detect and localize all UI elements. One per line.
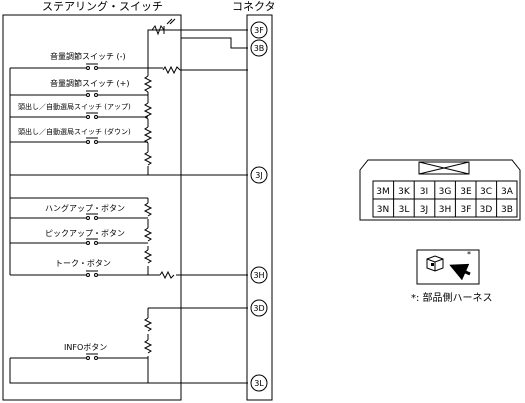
svg-text:3J: 3J xyxy=(420,205,428,215)
svg-text:3F: 3F xyxy=(254,26,264,35)
resistor xyxy=(143,75,153,93)
led-icon xyxy=(151,18,176,36)
svg-text:3B: 3B xyxy=(254,44,265,53)
switch-contact xyxy=(86,238,98,245)
svg-text:3I: 3I xyxy=(420,187,428,197)
connector-title: コネクタ xyxy=(232,0,276,13)
pin-3J: 3J xyxy=(250,166,268,184)
svg-text:3D: 3D xyxy=(480,205,493,215)
switch-contact xyxy=(86,90,98,97)
pin-3H: 3H xyxy=(250,266,268,284)
steering-switch-title: ステアリング・スイッチ xyxy=(42,0,163,13)
svg-text:3M: 3M xyxy=(376,187,390,197)
harness-note: *: 部品側ハーネス xyxy=(411,291,493,304)
switch-contact xyxy=(86,353,98,360)
pin-3F: 3F xyxy=(250,21,268,39)
svg-text:3L: 3L xyxy=(254,379,264,388)
label-seek-up: 頭出し／自動選局スイッチ (アップ) xyxy=(18,102,131,111)
svg-text:3B: 3B xyxy=(501,205,513,215)
switch-contact xyxy=(86,270,98,277)
switch-contact xyxy=(86,137,98,144)
label-pick-up: ピックアップ・ボタン xyxy=(45,229,125,238)
svg-text:3C: 3C xyxy=(480,187,492,197)
switch-contacts xyxy=(86,63,98,360)
svg-text:3K: 3K xyxy=(398,187,411,197)
svg-text:3F: 3F xyxy=(461,205,472,215)
label-vol-plus: 音量調節スイッチ (+) xyxy=(50,78,130,88)
switch-contact xyxy=(86,112,98,119)
harness-mark: * xyxy=(467,250,471,259)
label-seek-down: 頭出し／自動選局スイッチ (ダウン) xyxy=(18,127,131,136)
svg-text:3A: 3A xyxy=(501,187,514,197)
switch-contact xyxy=(86,213,98,220)
pin-3L: 3L xyxy=(250,374,268,392)
connector-row-2: 3N 3L 3J 3H 3F 3D 3B xyxy=(377,205,513,215)
resistor xyxy=(162,65,181,75)
harness-side-icon: * xyxy=(416,249,480,285)
connector-pins: 3F 3B 3J 3H 3D 3L xyxy=(250,21,268,392)
svg-text:3H: 3H xyxy=(439,205,452,215)
wires xyxy=(9,29,248,384)
switch-contact xyxy=(86,63,98,70)
label-info: INFOボタン xyxy=(64,343,107,352)
label-hang-up: ハングアップ・ボタン xyxy=(45,203,125,213)
svg-text:3G: 3G xyxy=(439,187,452,197)
connector-face: 3M 3K 3I 3G 3E 3C 3A 3N 3L 3J 3H 3F 3D 3… xyxy=(359,159,521,221)
connector-latch xyxy=(418,161,470,175)
steering-switch-box xyxy=(2,14,182,401)
pin-3B: 3B xyxy=(250,39,268,57)
svg-text:3N: 3N xyxy=(377,205,389,215)
label-talk: トーク・ボタン xyxy=(55,259,111,268)
connector-strip xyxy=(246,14,273,401)
svg-text:3L: 3L xyxy=(399,205,410,215)
svg-text:3H: 3H xyxy=(253,271,264,280)
connector-row-1: 3M 3K 3I 3G 3E 3C 3A xyxy=(376,187,514,197)
resistors xyxy=(143,65,181,354)
svg-text:3D: 3D xyxy=(253,304,264,313)
svg-text:3J: 3J xyxy=(255,171,262,180)
svg-text:3E: 3E xyxy=(460,187,472,197)
pin-3D: 3D xyxy=(250,299,268,317)
label-vol-minus: 音量調節スイッチ (-) xyxy=(50,51,126,61)
